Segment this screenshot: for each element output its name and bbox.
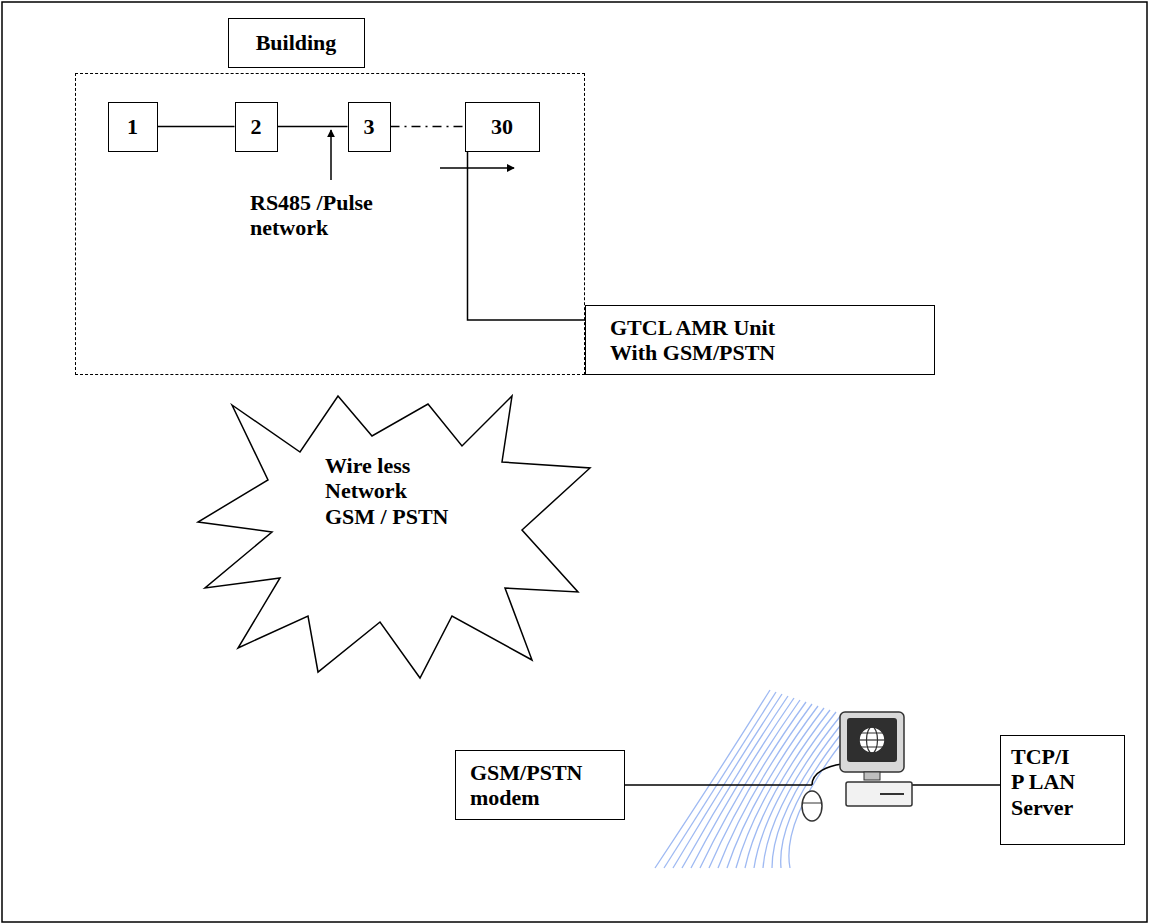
server-box: TCP/I P LAN Server: [1000, 735, 1125, 845]
monitor-stand: [864, 772, 880, 780]
connector-line: [158, 126, 235, 128]
signal-ray: [691, 698, 794, 868]
meter-number: 30: [491, 114, 513, 139]
box-label: TCP/I P LAN Server: [1011, 744, 1087, 820]
meter-box: 3: [348, 102, 391, 152]
amr-unit-box: GTCL AMR Unit With GSM/PSTN: [585, 305, 935, 375]
meter-box: 1: [108, 102, 158, 152]
signal-rays: [655, 690, 860, 868]
signal-ray: [673, 694, 782, 868]
monitor: [840, 712, 904, 772]
globe-parallel: [861, 747, 883, 748]
mouse: [802, 791, 822, 821]
globe-equator: [859, 739, 885, 740]
box-label: Wire less Network GSM / PSTN: [325, 453, 459, 529]
meter-box: 2: [235, 102, 278, 152]
flow-arrow: [440, 167, 514, 169]
meter-number: 3: [364, 114, 375, 139]
meter-number: 2: [251, 114, 262, 139]
box-label: GTCL AMR Unit With GSM/PSTN: [610, 315, 810, 366]
leader-arrow: [330, 130, 332, 180]
globe: [859, 727, 885, 753]
cloud-outline: [195, 393, 595, 683]
signal-ray: [700, 700, 800, 868]
globe-parallel: [861, 733, 883, 734]
network-label: RS485 /Pulse network: [250, 190, 428, 241]
modem-box: GSM/PSTN modem: [455, 750, 625, 820]
modem-cable: [625, 784, 812, 786]
connector-line: [468, 152, 586, 321]
lan-cable: [910, 784, 1000, 786]
computer-icon: [802, 712, 912, 821]
signal-ray: [745, 710, 830, 868]
network-cloud: Wire less Network GSM / PSTN: [195, 393, 595, 683]
signal-ray: [754, 712, 836, 868]
signal-ray: [664, 692, 776, 868]
connector-line: [278, 126, 348, 128]
monitor-screen: [847, 718, 897, 762]
box-label: GSM/PSTN modem: [470, 760, 602, 811]
meter-number: 1: [127, 114, 138, 139]
drive-slot: [880, 793, 904, 795]
building-region: Building12330: [75, 73, 585, 375]
mouse-button: [802, 803, 822, 804]
cloud-shape: [198, 396, 590, 678]
connector-line: [391, 126, 465, 128]
signal-ray: [682, 696, 788, 868]
meter-box: 30: [465, 102, 540, 152]
modem-cable: [812, 764, 842, 785]
region-heading: Building: [228, 18, 365, 68]
computer-base: [846, 782, 912, 806]
